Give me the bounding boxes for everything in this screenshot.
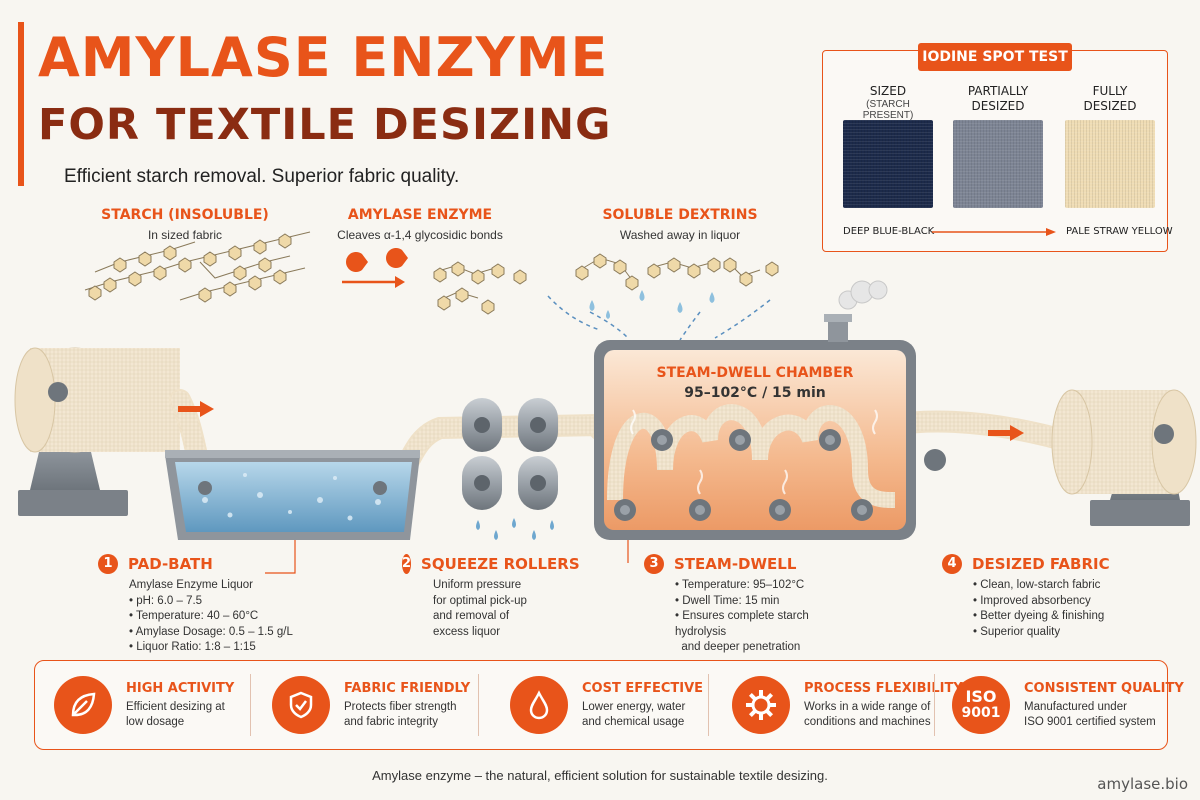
scale-start-label: DEEP BLUE-BLACK: [843, 226, 935, 237]
benefit-consistent-quality: ISO 9001 CONSISTENT QUALITY Manufactured…: [952, 676, 1184, 734]
page-title: AMYLASE ENZYME: [38, 26, 609, 89]
scale-end-label: PALE STRAW YELLOW: [1066, 226, 1173, 237]
step-number: 4: [942, 554, 962, 574]
swatch-fully-desized: [1065, 120, 1155, 208]
dextrin-sublabel: Washed away in liquor: [619, 228, 741, 242]
benefit-process-flexibility: PROCESS FLEXIBILITY Works in a wide rang…: [732, 676, 963, 734]
right-fabric-roll: [1051, 389, 1197, 526]
footer-tagline: Amylase enzyme – the natural, efficient …: [372, 768, 828, 783]
chamber-label-group: STEAM-DWELL CHAMBER 95–102°C / 15 min: [604, 365, 906, 401]
title-accent-bar: [18, 22, 24, 186]
flow-arrow-left: [178, 401, 214, 417]
shield-check-icon: [272, 676, 330, 734]
step-title: STEAM-DWELL: [674, 555, 797, 573]
starch-chain-graphic: [84, 231, 311, 303]
benefit-high-activity: HIGH ACTIVITY Efficient desizing at low …: [54, 676, 234, 734]
enzyme-graphic: [342, 248, 408, 288]
scale-arrow: [932, 228, 1056, 236]
water-drops-graphic: [589, 290, 715, 319]
step-number: 1: [98, 554, 118, 574]
dextrin-graphic: [575, 253, 779, 291]
swatch-partially-desized: [953, 120, 1043, 208]
step-title: DESIZED FABRIC: [972, 555, 1110, 573]
left-fabric-roll: [14, 347, 180, 516]
starch-label-group: STARCH (INSOLUBLE) In sized fabric: [90, 207, 280, 242]
enzyme-label: AMYLASE ENZYME: [347, 207, 493, 223]
starch-label: STARCH (INSOLUBLE): [101, 207, 269, 223]
swatch-partial-header: PARTIALLY DESIZED: [967, 84, 1029, 113]
page-title-line2: FOR TEXTILE DESIZING: [38, 100, 612, 150]
benefit-divider: [250, 674, 251, 736]
dashed-flow-arrows: [547, 295, 771, 341]
iodine-test-title: IODINE SPOT TEST: [918, 43, 1072, 71]
swatch-sized-header: SIZED (STARCH PRESENT): [840, 84, 936, 121]
cleaved-chain-graphic: [433, 261, 527, 315]
site-watermark: amylase.bio: [1097, 775, 1188, 793]
benefit-divider: [478, 674, 479, 736]
benefit-fabric-friendly: FABRIC FRIENDLY Protects fiber strength …: [272, 676, 470, 734]
step-number: 3: [644, 554, 664, 574]
chamber-condition: 95–102°C / 15 min: [684, 385, 826, 401]
swatch-full-header: FULLY DESIZED: [1083, 84, 1137, 113]
step-title: SQUEEZE ROLLERS: [421, 555, 580, 573]
gear-icon: [732, 676, 790, 734]
swatch-sized: [843, 120, 933, 208]
step-steam-dwell: 3 STEAM-DWELL • Temperature: 95–102°C • …: [644, 554, 854, 656]
enzyme-sublabel: Cleaves α-1,4 glycosidic bonds: [337, 228, 503, 242]
dextrin-label: SOLUBLE DEXTRINS: [602, 207, 758, 223]
swatch-sized-note: (STARCH PRESENT): [862, 99, 914, 121]
squeeze-rollers: [462, 398, 558, 510]
step-desized-fabric: 4 DESIZED FABRIC • Clean, low-starch fab…: [942, 554, 1142, 640]
step-pad-bath: 1 PAD-BATH Amylase Enzyme Liquor • pH: 6…: [98, 554, 298, 656]
step-number: 2: [402, 554, 412, 574]
enzyme-label-group: AMYLASE ENZYME Cleaves α-1,4 glycosidic …: [320, 207, 520, 242]
pad-bath-tank: [165, 450, 420, 540]
dextrin-label-group: SOLUBLE DEXTRINS Washed away in liquor: [580, 207, 780, 242]
flow-arrow-right: [988, 425, 1024, 441]
leaf-icon: [54, 676, 112, 734]
benefit-divider: [708, 674, 709, 736]
step-squeeze-rollers: 2 SQUEEZE ROLLERS Uniform pressure for o…: [402, 554, 580, 638]
squeezed-drops: [476, 518, 554, 540]
iso-badge-icon: ISO 9001: [952, 676, 1010, 734]
benefit-cost-effective: COST EFFECTIVE Lower energy, water and c…: [510, 676, 703, 734]
benefit-divider: [934, 674, 935, 736]
water-drop-icon: [510, 676, 568, 734]
steam-chamber: [594, 280, 916, 540]
process-illustration: [14, 231, 1197, 574]
chamber-label: STEAM-DWELL CHAMBER: [656, 365, 854, 381]
page-subtitle: Efficient starch removal. Superior fabri…: [64, 166, 460, 187]
starch-sublabel: In sized fabric: [147, 228, 223, 242]
callout-lines: [265, 540, 629, 574]
step-title: PAD-BATH: [128, 555, 213, 573]
